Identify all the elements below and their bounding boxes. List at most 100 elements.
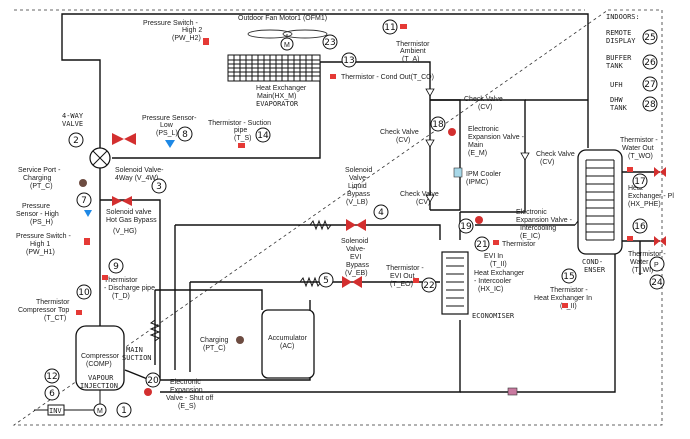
- svg-text:16: 16: [634, 222, 646, 232]
- svg-text:Main(HX_M): Main(HX_M): [257, 93, 296, 100]
- svg-text:Pressure Switch -: Pressure Switch -: [16, 233, 72, 240]
- pressure-switch-h2-icon: [203, 38, 209, 45]
- solenoid-valve-liquid-bypass-icon: [346, 219, 366, 231]
- svg-text:- Discharge pipe: - Discharge pipe: [104, 285, 155, 292]
- svg-text:(T_EO): (T_EO): [390, 281, 413, 288]
- svg-text:Pressure Sensor-: Pressure Sensor-: [142, 115, 197, 122]
- thermistor-water-in-icon: [627, 236, 633, 241]
- svg-text:EVI Out: EVI Out: [390, 273, 415, 280]
- expansion-valve-main-icon: [448, 128, 456, 136]
- svg-text:5: 5: [323, 276, 329, 286]
- callout-6: [44, 385, 60, 401]
- svg-text:Accumulator: Accumulator: [268, 335, 308, 342]
- thermistor-evi-in-icon: [493, 240, 499, 245]
- svg-text:(IPMC): (IPMC): [466, 179, 488, 186]
- svg-text:Sensor - High: Sensor - High: [16, 211, 59, 218]
- svg-text:Charging: Charging: [200, 337, 229, 344]
- svg-text:28: 28: [644, 100, 656, 110]
- expansion-valve-shutoff-icon: [144, 388, 152, 396]
- callout-2: [68, 132, 84, 148]
- svg-text:9: 9: [113, 262, 119, 272]
- svg-text:Compressor: Compressor: [81, 353, 120, 360]
- svg-text:Thermistor - Suction: Thermistor - Suction: [208, 120, 271, 127]
- svg-text:6: 6: [49, 389, 55, 399]
- pipework: [61, 13, 660, 396]
- svg-text:Electronic: Electronic: [468, 126, 499, 133]
- four-way-valve-icon: [89, 147, 111, 169]
- svg-text:22: 22: [423, 281, 434, 291]
- svg-text:M: M: [284, 42, 290, 49]
- svg-text:Bypass: Bypass: [347, 191, 370, 198]
- thermistor-discharge-icon: [102, 275, 108, 280]
- svg-text:(PT_C): (PT_C): [30, 183, 53, 190]
- svg-text:17: 17: [634, 177, 645, 187]
- water-out-valve-icon: [654, 167, 666, 177]
- callout-3: [151, 178, 167, 194]
- svg-text:23: 23: [324, 38, 335, 48]
- svg-text:Thermistor -: Thermistor -: [386, 265, 424, 272]
- svg-text:Expansion Valve -: Expansion Valve -: [468, 134, 525, 141]
- svg-text:Hot Gas Bypass: Hot Gas Bypass: [106, 217, 157, 224]
- svg-text:(PW_H2): (PW_H2): [172, 35, 201, 42]
- svg-text:pipe: pipe: [234, 127, 247, 134]
- callout-23: [322, 34, 338, 50]
- svg-text:Exchanger - Pl: Exchanger - Pl: [628, 193, 674, 200]
- callout-20: [145, 372, 161, 388]
- svg-text:Solenoid Valve-: Solenoid Valve-: [115, 167, 164, 174]
- callout-11: [382, 19, 398, 35]
- economiser-heat-exchanger: [441, 251, 469, 315]
- thermistor-ambient-icon: [400, 24, 407, 29]
- svg-text:(E_S): (E_S): [178, 403, 196, 410]
- svg-text:INV: INV: [49, 407, 62, 415]
- capillary-coil-liquid-icon: [309, 219, 332, 231]
- svg-text:12: 12: [46, 372, 57, 382]
- callout-24: [649, 274, 665, 290]
- svg-text:Heat: Heat: [628, 185, 643, 192]
- service-port-icon: [79, 179, 87, 187]
- callout-18: [430, 116, 446, 132]
- svg-text:SUCTION: SUCTION: [122, 354, 152, 362]
- indoor-item-buffer-tank: BUFFER TANK 26: [606, 54, 658, 70]
- svg-text:(V_LB): (V_LB): [346, 199, 368, 206]
- check-valve-right-icon: [520, 152, 530, 161]
- thermistor-suction-icon: [238, 143, 245, 148]
- callout-9: [108, 258, 124, 274]
- callout-12: [44, 368, 60, 384]
- callout-15: [561, 268, 577, 284]
- svg-text:Electronic: Electronic: [516, 209, 547, 216]
- svg-text:MAIN: MAIN: [126, 346, 143, 354]
- svg-text:P: P: [654, 262, 659, 269]
- svg-text:(T_WI): (T_WI): [632, 267, 653, 274]
- svg-text:DISPLAY: DISPLAY: [606, 37, 636, 45]
- check-valve-top-icon: [425, 88, 435, 97]
- callout-14: [255, 127, 271, 143]
- thermistor-hx-in-icon: [562, 303, 568, 308]
- check-valve-left-icon: [425, 139, 435, 148]
- expansion-valve-intercool-icon: [475, 216, 483, 224]
- svg-text:Thermistor: Thermistor: [502, 241, 536, 248]
- callout-17: [632, 173, 648, 189]
- check-valve-low-icon: [425, 194, 435, 203]
- svg-text:(T_S): (T_S): [234, 135, 252, 142]
- svg-text:Heat Exchanger In: Heat Exchanger In: [534, 295, 592, 302]
- accumulator: [261, 309, 315, 379]
- heat-exchanger-main: [227, 54, 321, 82]
- svg-text:EVI: EVI: [350, 254, 361, 261]
- svg-text:Thermistor -: Thermistor -: [628, 251, 666, 258]
- svg-text:(PS_L): (PS_L): [156, 130, 178, 137]
- svg-text:UFH: UFH: [610, 81, 623, 89]
- capillary-coil-suction-icon: [149, 319, 161, 342]
- svg-text:26: 26: [644, 58, 656, 68]
- svg-text:(T_A): (T_A): [402, 56, 420, 63]
- svg-text:DHW: DHW: [610, 96, 623, 104]
- svg-text:Thermistor: Thermistor: [104, 277, 138, 284]
- svg-text:(V_EB): (V_EB): [345, 270, 368, 277]
- svg-text:8: 8: [182, 130, 188, 140]
- svg-text:(CV): (CV): [416, 199, 430, 206]
- svg-text:REMOTE: REMOTE: [606, 29, 631, 37]
- svg-text:TANK: TANK: [610, 104, 628, 112]
- pump-icon: [649, 256, 665, 272]
- svg-text:18: 18: [432, 120, 444, 130]
- t-co-label: Thermistor - Cond Out(T_CO): [341, 74, 434, 81]
